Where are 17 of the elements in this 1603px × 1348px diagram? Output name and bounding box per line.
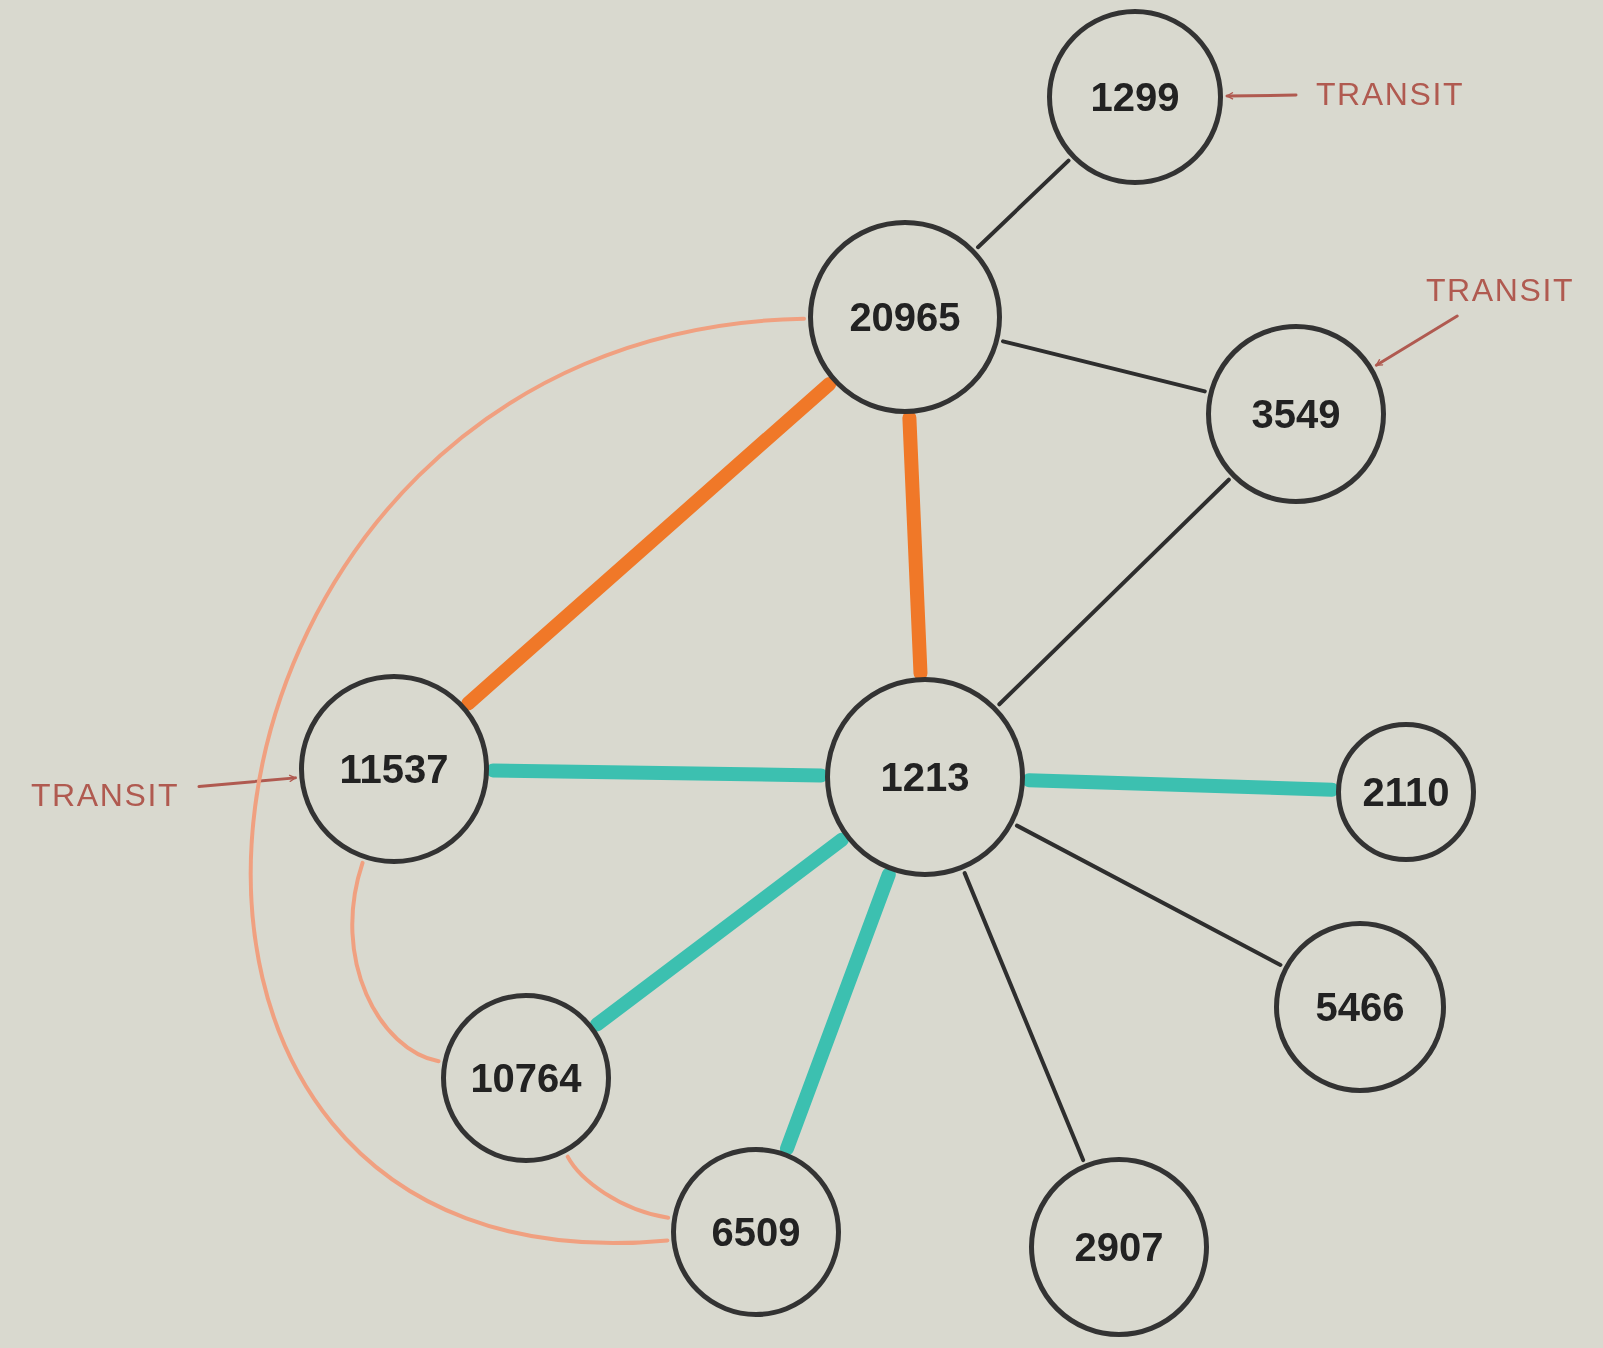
connector-line	[565, 1154, 671, 1220]
connector-line	[962, 871, 1086, 1163]
connector-line	[461, 376, 837, 711]
connector-line	[350, 860, 441, 1064]
connector-line	[976, 158, 1071, 250]
transit-label: TRANSIT	[1410, 268, 1590, 312]
connector-line	[1014, 823, 1283, 967]
connector-line	[590, 832, 849, 1032]
transit-label: TRANSIT	[1300, 72, 1480, 116]
connector-line	[997, 477, 1231, 707]
arrow	[1374, 314, 1459, 367]
connector-line	[780, 867, 896, 1156]
connector-line	[251, 316, 806, 1243]
arrow	[1225, 91, 1298, 100]
transit-label: TRANSIT	[15, 773, 195, 817]
connector-line	[1001, 339, 1207, 394]
arrow	[197, 774, 297, 789]
